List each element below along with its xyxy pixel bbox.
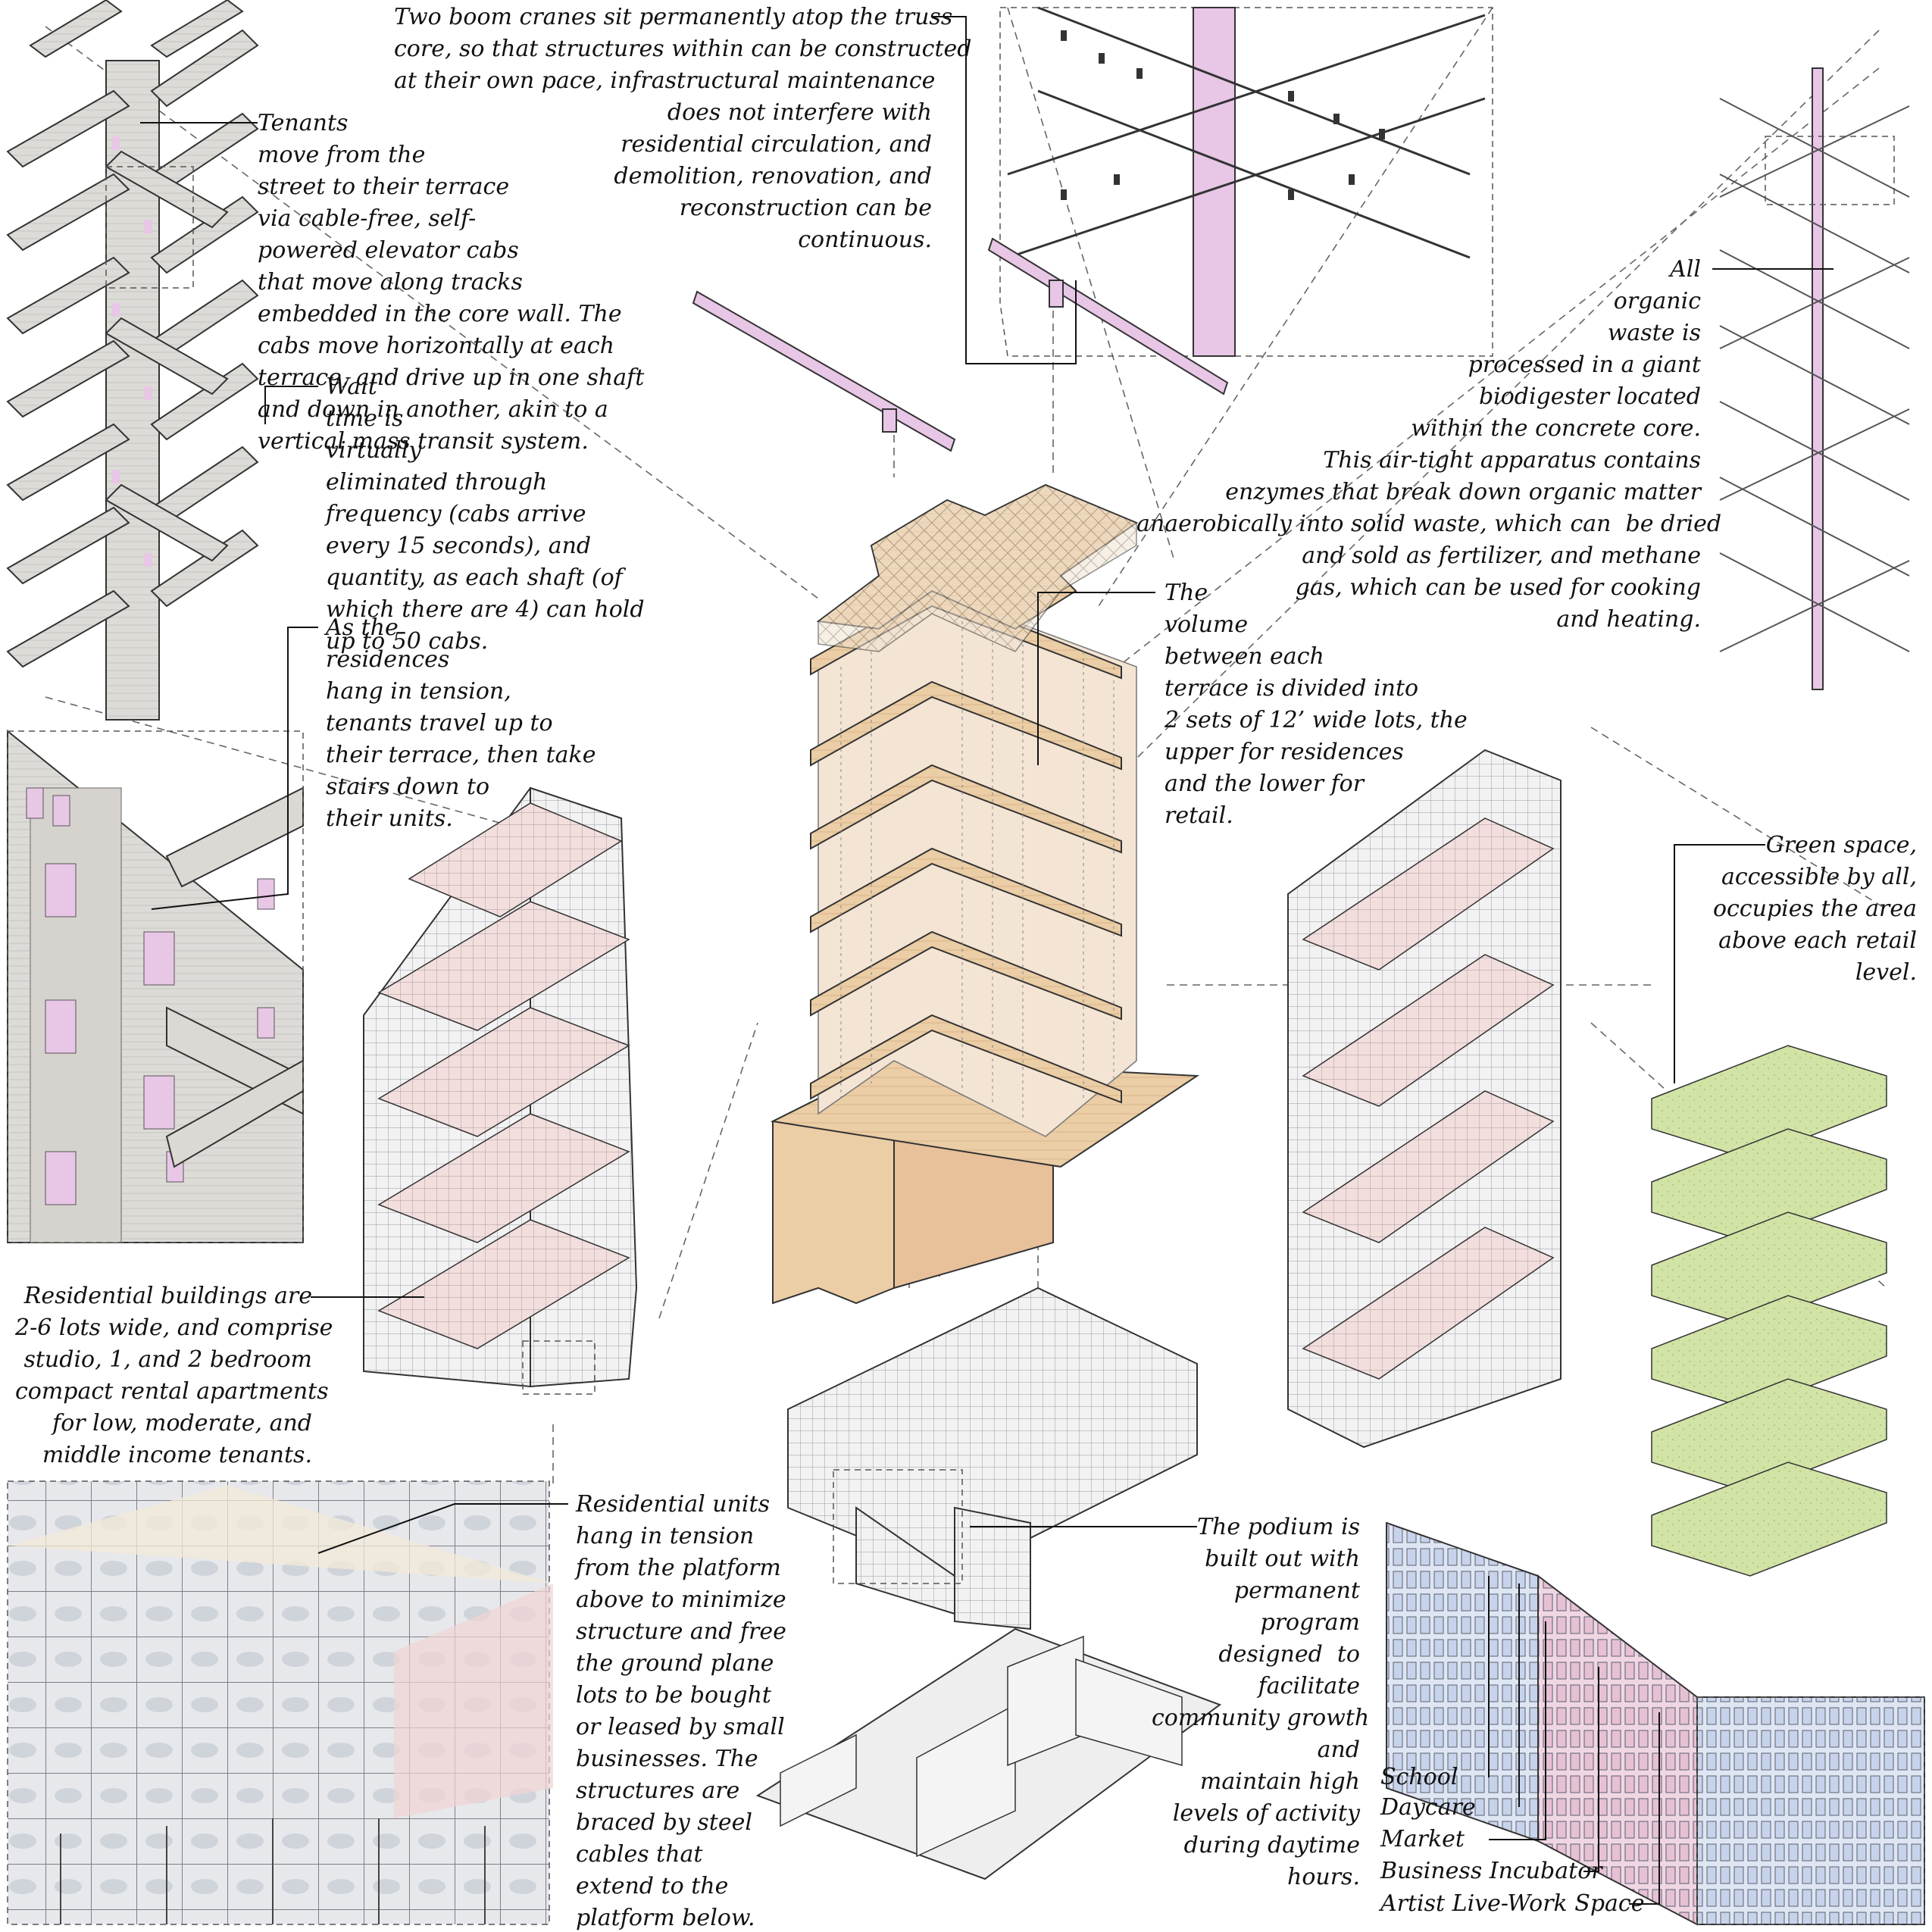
annotation-podium: The podium is built out with permanent p… [1152, 1514, 1370, 1890]
program-facade-illustration [1386, 1521, 1925, 1926]
program-label-artist-live-work: Artist Live-Work Space [1380, 1890, 1645, 1917]
green-space-illustration [1651, 1045, 1887, 1577]
annotation-elevators: Tenants move from the street to their te… [258, 110, 645, 455]
core-detail-illustration [7, 729, 304, 1243]
program-label-school: School [1380, 1764, 1458, 1790]
podium-illustration [787, 1286, 1198, 1630]
annotation-tension: As the residences hang in tension, tenan… [326, 614, 596, 832]
crane-boom-illustration [692, 237, 1229, 452]
biodigester-mast-illustration [1719, 67, 1910, 690]
retail-block-illustration [1287, 749, 1562, 1449]
annotation-green-space: Green space, accessible by all, occupies… [1712, 832, 1917, 986]
ground-base-illustration [755, 1627, 1222, 1880]
annotation-residential-units: Residential units hang in tension from t… [576, 1491, 786, 1931]
concrete-core-illustration [6, 0, 259, 721]
program-label-market: Market [1380, 1826, 1465, 1852]
program-label-daycare: Daycare [1380, 1794, 1476, 1821]
annotation-cranes: Two boom cranes sit permanently atop the… [394, 4, 972, 253]
leader-lines [140, 16, 1834, 1905]
dashed-connector-lines [45, 7, 1887, 1500]
annotation-residential-buildings: Residential buildings are 2-6 lots wide,… [15, 1283, 333, 1468]
crane-detail-illustration [999, 6, 1493, 357]
annotation-wait-time: Wait time is virtually eliminated throug… [326, 374, 645, 655]
facade-detail-illustration [7, 1480, 553, 1925]
annotation-organic-waste: All organic waste is processed in a gian… [1136, 256, 1722, 633]
program-label-business-incubator: Business Incubator [1380, 1858, 1602, 1884]
residence-block-illustration [363, 786, 638, 1395]
annotation-volume: The volume between each terrace is divid… [1165, 580, 1468, 829]
central-tower-illustration [770, 483, 1200, 1305]
